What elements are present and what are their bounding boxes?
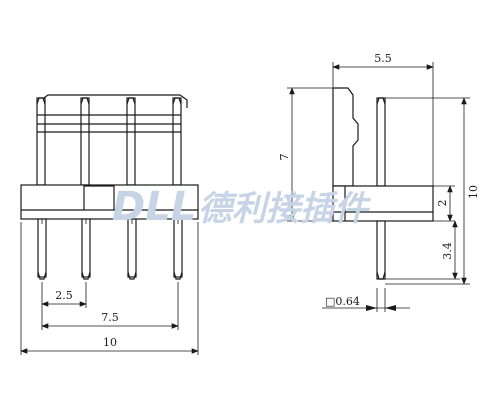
dim-label-total-width: 10	[103, 336, 117, 349]
side-pin-upper	[376, 97, 386, 187]
front-pin-1-lower	[37, 218, 47, 278]
dim-label-lower-height: 3.4	[441, 242, 454, 260]
side-view	[332, 87, 434, 280]
front-body-window	[83, 185, 115, 211]
dim-label-top-width: 5.5	[374, 52, 392, 65]
front-pin-3-upper	[126, 97, 136, 186]
side-pin-lower	[376, 220, 386, 280]
dim-label-pitch: 2.5	[55, 289, 73, 302]
front-view	[20, 94, 199, 280]
dim-label-base-height: 2	[436, 200, 449, 207]
front-pin-4-upper	[172, 97, 182, 186]
watermark-brand-cjk: 德利接插件	[198, 189, 372, 229]
side-upper-carrier	[332, 87, 359, 187]
dim-label-total-height: 10	[467, 185, 480, 199]
front-dimensions	[20, 222, 199, 355]
front-pin-2-lower	[81, 218, 91, 278]
dim-label-upper-height: 7	[278, 154, 291, 161]
side-dimensions	[287, 62, 470, 312]
brand-watermark: DLL 德利接插件	[112, 184, 372, 230]
front-pin-2-upper	[80, 97, 90, 186]
dim-label-pin-span: 7.5	[101, 311, 119, 324]
front-plastic-body	[20, 184, 199, 220]
watermark-brand-latin: DLL	[112, 184, 196, 230]
front-top-carrier	[40, 94, 188, 108]
dim-label-pin-size: □0.64	[325, 295, 360, 308]
front-pin-1-upper	[36, 97, 46, 186]
side-base-body	[332, 185, 434, 222]
